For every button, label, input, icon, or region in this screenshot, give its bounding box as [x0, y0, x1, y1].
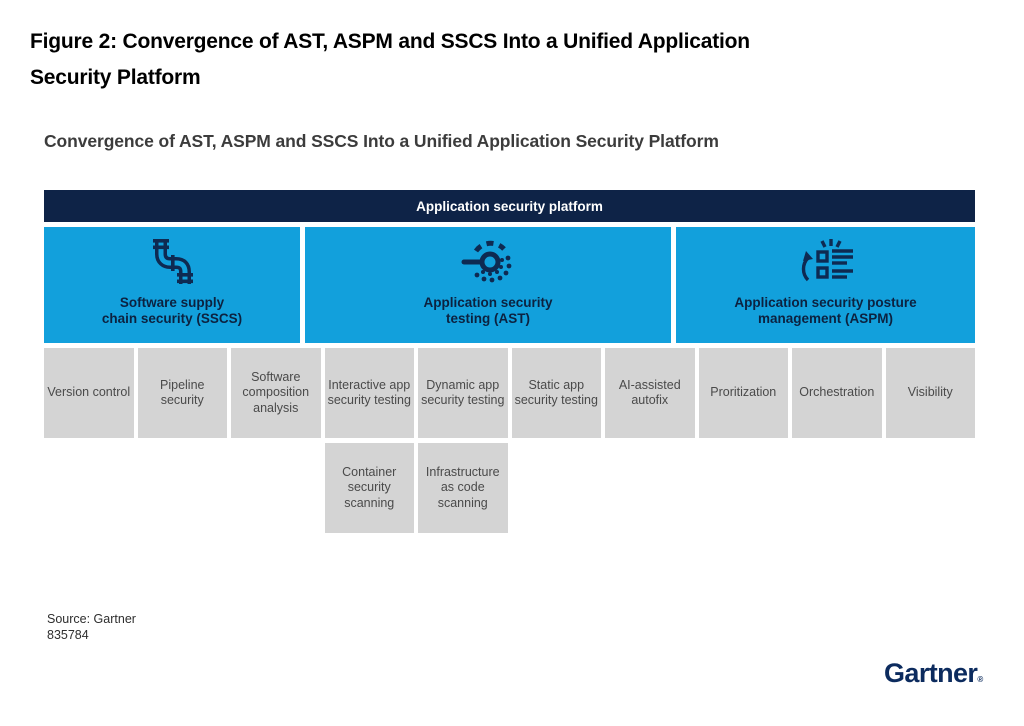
pillar-ast: Application security testing (AST) — [305, 227, 671, 343]
capability-software-composition-analysis: Software composition analysis — [231, 348, 321, 438]
pillar-sscs-label: Software supply chain security (SSCS) — [102, 295, 242, 327]
pillar-sscs-label-line2: chain security (SSCS) — [101, 311, 243, 326]
registered-mark: ® — [977, 675, 984, 684]
pillar-sscs-label-line1: Software supply — [119, 295, 225, 310]
capability-interactive-app-security-testing: Interactive app security testing — [324, 348, 414, 438]
capability-orchestration: Orchestration — [792, 348, 882, 438]
source-id: 835784 — [47, 628, 89, 642]
gartner-logo-text: Gartner — [884, 658, 978, 688]
gartner-logo: Gartner® — [884, 658, 983, 689]
capability-row-2: Container security scanning Infrastructu… — [44, 443, 975, 533]
pillar-aspm-label: Application security posture management … — [734, 295, 916, 327]
page-title-line1: Figure 2: Convergence of AST, ASPM and S… — [30, 30, 750, 53]
page-title: Figure 2: Convergence of AST, ASPM and S… — [30, 24, 950, 96]
capability-container-security-scanning: Container security scanning — [324, 443, 414, 533]
pillar-ast-label-line2: testing (AST) — [446, 311, 530, 326]
capability-visibility: Visibility — [885, 348, 975, 438]
capability-infrastructure-as-code-scanning: Infrastructure as code scanning — [418, 443, 508, 533]
pipeline-icon — [143, 236, 201, 290]
capability-version-control: Version control — [44, 348, 134, 438]
pillar-sscs: Software supply chain security (SSCS) — [44, 227, 300, 343]
page-title-line2: Security Platform — [30, 66, 201, 89]
capability-ai-assisted-autofix: AI-assisted autofix — [605, 348, 695, 438]
pillar-ast-label: Application security testing (AST) — [423, 295, 552, 327]
source-text: Source: Gartner 835784 — [47, 611, 136, 643]
capability-row-1: Version control Pipeline security Softwa… — [44, 348, 975, 438]
security-scan-icon — [459, 236, 517, 290]
platform-banner: Application security platform — [44, 190, 975, 222]
capability-dynamic-app-security-testing: Dynamic app security testing — [418, 348, 508, 438]
capability-pipeline-security: Pipeline security — [137, 348, 227, 438]
capability-proritization: Proritization — [698, 348, 788, 438]
pillar-aspm-label-line1: Application security posture — [734, 295, 917, 310]
pillar-row: Software supply chain security (SSCS) — [44, 227, 975, 343]
pillar-ast-label-line1: Application security — [423, 295, 553, 310]
capability-static-app-security-testing: Static app security testing — [511, 348, 601, 438]
diagram-title: Convergence of AST, ASPM and SSCS Into a… — [44, 131, 719, 151]
source-line: Source: Gartner — [47, 612, 136, 626]
checklist-posture-icon — [795, 236, 857, 290]
pillar-aspm: Application security posture management … — [676, 227, 975, 343]
pillar-aspm-label-line2: management (ASPM) — [757, 311, 893, 326]
